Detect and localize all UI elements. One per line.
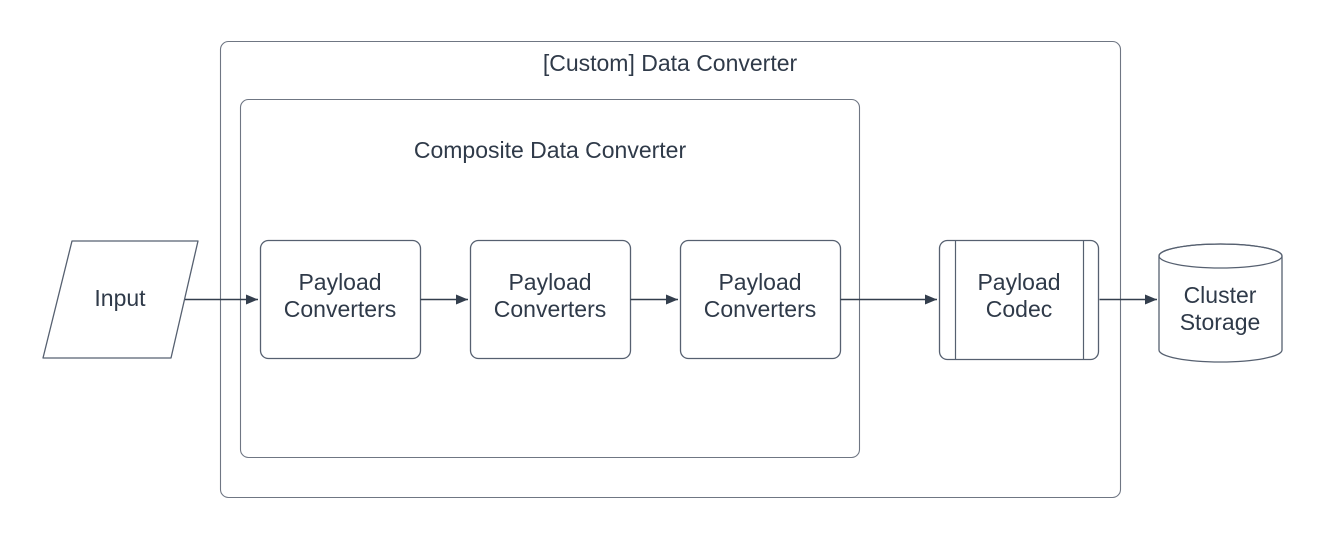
payload-codec-label-line2: Codec: [986, 296, 1052, 322]
outer-container-group: [Custom] Data Converter: [219, 40, 1122, 499]
outer-container: [219, 40, 1122, 499]
payload-converters-3-node: Payload Converters: [679, 239, 842, 360]
payload-converters-1-label-line2: Converters: [284, 296, 396, 322]
payload-converters-1-label-line1: Payload: [298, 269, 381, 295]
payload-converters-1-node: Payload Converters: [259, 239, 422, 360]
payload-codec-node: Payload Codec: [938, 239, 1100, 361]
payload-converters-2-node: Payload Converters: [469, 239, 632, 360]
cluster-storage-node: Cluster Storage: [1158, 243, 1283, 363]
payload-codec-label-line1: Payload: [977, 269, 1060, 295]
cluster-storage-cylinder-top: [1158, 243, 1283, 269]
input-parallelogram-shape: [42, 240, 199, 359]
payload-converters-3-label-line2: Converters: [704, 296, 816, 322]
inner-container: [239, 98, 861, 459]
outer-container-label: [Custom] Data Converter: [543, 50, 798, 76]
input-label: Input: [94, 285, 146, 311]
payload-codec-shape: [938, 239, 1100, 361]
input-node: Input: [42, 240, 199, 359]
payload-converters-2-label-line1: Payload: [508, 269, 591, 295]
payload-converters-2-label-line2: Converters: [494, 296, 606, 322]
inner-container-label: Composite Data Converter: [414, 137, 687, 163]
inner-container-group: Composite Data Converter: [239, 98, 861, 459]
cluster-storage-label-line1: Cluster: [1184, 282, 1257, 308]
cluster-storage-label-line2: Storage: [1180, 309, 1261, 335]
payload-converters-3-label-line1: Payload: [718, 269, 801, 295]
